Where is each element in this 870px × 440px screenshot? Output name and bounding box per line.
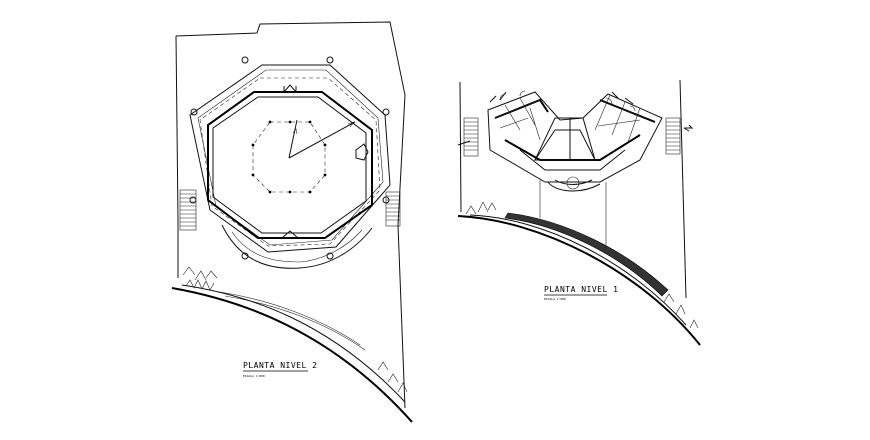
right-wing-rooms [594, 94, 646, 143]
plan-level-1: PLANTA NIVEL 1 ESCALA 1:000 [457, 79, 701, 346]
tree-marks-right [465, 201, 699, 329]
column-markers [251, 120, 327, 194]
left-wing-rooms [494, 97, 541, 141]
road-edge-inner-right [469, 214, 687, 326]
site-boundary [175, 21, 406, 409]
plan-2-scale-note: ESCALA 1:000 [243, 374, 265, 378]
stairs-right-right-plan [665, 117, 681, 155]
construction-lines [539, 180, 607, 250]
radius-lines [288, 119, 356, 159]
octagon-inner-wall [207, 91, 373, 239]
stairs-right [385, 191, 401, 227]
stairs-left-right-plan [463, 117, 479, 157]
entrance-bottom [281, 230, 299, 239]
road-hatching [185, 279, 366, 351]
road-edge-inner [181, 284, 406, 403]
radius-arrow [292, 121, 355, 135]
top-openings [489, 91, 634, 105]
bottom-landing [221, 224, 373, 269]
plan-1-title: PLANTA NIVEL 1 [544, 285, 618, 294]
road-edge-outer-right [457, 215, 701, 346]
octagon-inner-wall-2 [212, 96, 367, 234]
vegetation-band [504, 212, 669, 297]
bottom-landing-2 [231, 229, 363, 263]
balcony-dash [199, 77, 381, 247]
door-swings [499, 90, 636, 112]
building-inner-wall-2 [519, 129, 626, 171]
central-rooms [534, 117, 596, 161]
tree-marks [182, 266, 408, 393]
bottom-landing-right [547, 179, 601, 192]
right-niche [355, 143, 369, 161]
bottom-circle [566, 176, 580, 190]
site-boundary-right [459, 79, 687, 299]
entrance-top [283, 84, 297, 93]
stairs-left [179, 189, 197, 231]
octagon-outer-ring [189, 64, 391, 253]
side-arrows [457, 124, 694, 146]
plan-2-title: PLANTA NIVEL 2 [243, 361, 317, 370]
building-outer [487, 91, 663, 183]
plan-level-2: PLANTA NIVEL 2 ESCALA 1:000 [171, 21, 413, 423]
plan-1-scale-note: ESCALA 1:000 [544, 297, 566, 301]
road-edge-outer [171, 287, 413, 423]
